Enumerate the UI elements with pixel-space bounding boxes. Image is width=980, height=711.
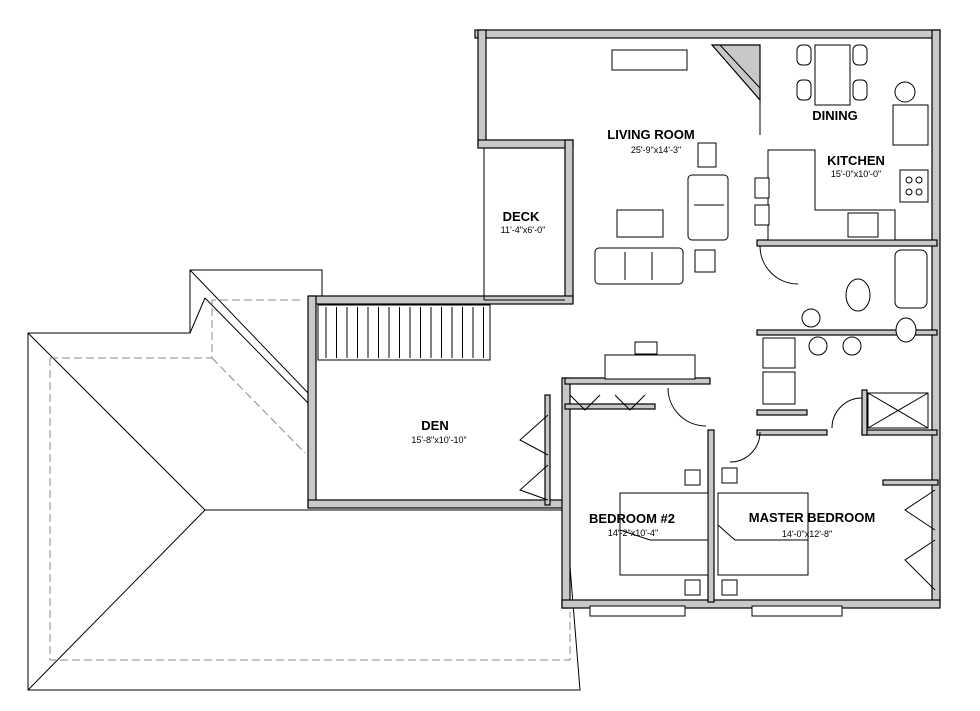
living-room-dims: 25'-9"x14'-3"	[631, 145, 681, 155]
kitchen-fixtures	[754, 81, 929, 241]
master-bedroom-label: MASTER BEDROOM	[749, 510, 875, 525]
exterior-walls	[307, 29, 941, 609]
master-bedroom-dims: 14'-0"x12'-8"	[782, 529, 832, 539]
kitchen-label: KITCHEN	[827, 153, 885, 168]
door-swings	[519, 245, 936, 591]
living-room-label: LIVING ROOM	[607, 127, 694, 142]
interior-walls	[544, 239, 939, 603]
den-label: DEN	[421, 418, 448, 433]
room-labels: LIVING ROOM 25'-9"x14'-3" DINING KITCHEN…	[411, 108, 885, 539]
bedroom2-dims: 14'-2"x10'-4"	[608, 528, 658, 538]
roof	[27, 269, 581, 691]
dining-label: DINING	[812, 108, 858, 123]
kitchen-dims: 15'-0"x10'-0"	[831, 169, 881, 179]
den-dims: 15'-8"x10'-10"	[411, 435, 466, 445]
living-furniture	[594, 44, 761, 380]
bath-fixtures	[762, 249, 929, 429]
bedroom-furniture	[589, 467, 843, 617]
deck-dims: 11'-4"x6'-0"	[501, 225, 546, 235]
bedroom2-label: BEDROOM #2	[589, 511, 675, 526]
deck-label: DECK	[503, 209, 540, 224]
stairs	[317, 304, 491, 361]
dining-furniture	[796, 44, 868, 106]
